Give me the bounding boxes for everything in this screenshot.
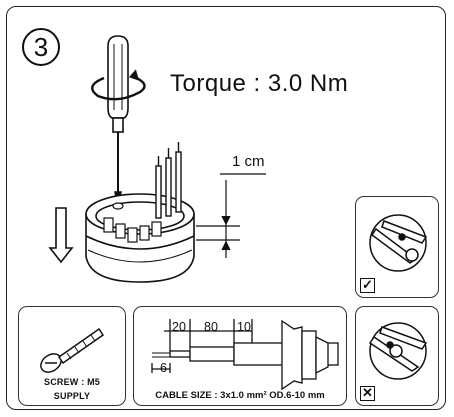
- screw-icon: [40, 327, 105, 373]
- dimension-10: 10: [237, 320, 251, 334]
- screw-type-label: SCREW : M5: [44, 377, 100, 387]
- incorrect-wiring-panel: ✕: [355, 306, 439, 406]
- stripped-wires: [155, 142, 182, 219]
- step-number-badge: 3: [22, 28, 60, 66]
- screw-panel: SCREW : M5 SUPPLY: [18, 306, 126, 406]
- step-frame: [6, 6, 446, 410]
- dimension-6: 6: [160, 361, 167, 375]
- dimension-20: 20: [172, 320, 186, 334]
- screwdriver-icon: [107, 35, 129, 201]
- dimension-lines: [196, 173, 266, 258]
- cable-gland-icon: [151, 319, 339, 391]
- incorrect-wiring-illustration: [368, 322, 428, 380]
- correct-wiring-illustration: [369, 214, 428, 272]
- correct-wiring-panel: ✓: [355, 196, 439, 298]
- dimension-80: 80: [204, 320, 218, 334]
- strip-length-label: 1 cm: [232, 153, 265, 170]
- check-icon: ✓: [360, 278, 375, 293]
- terminal-block: [103, 202, 162, 243]
- screw-supply-label: SUPPLY: [53, 391, 91, 401]
- cross-icon: ✕: [360, 386, 375, 401]
- down-arrow-icon: [48, 207, 74, 264]
- cable-panel: 20 80 10 6 CABLE SIZE : 3x1.0 mm² OD.6-1…: [133, 306, 347, 406]
- rotation-arrow-icon: [91, 69, 146, 101]
- cable-size-caption: CABLE SIZE : 3x1.0 mm² OD.6-10 mm: [155, 390, 325, 401]
- torque-label: Torque : 3.0 Nm: [170, 70, 349, 97]
